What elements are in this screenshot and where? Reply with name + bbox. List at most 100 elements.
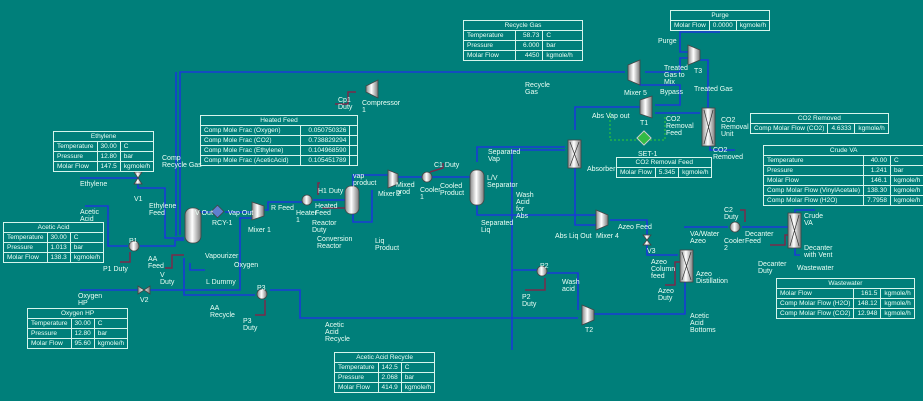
table-title: Oxygen HP [26,308,129,319]
label-heater1: Heater 1 [296,210,318,224]
stream-aa-feed[interactable] [140,239,184,247]
stream-treated-gas-to-mix[interactable] [645,57,690,73]
row-unit: kgmole/h [880,288,915,299]
label-lv-separator: L/V Separator [487,175,518,189]
stream-azeo-column-feed[interactable] [646,245,678,256]
row-value: 146.1 [863,175,891,186]
row-label: Pressure [762,165,865,176]
stream-l-dummy[interactable] [189,263,205,271]
stream-wash-acid-for-abs[interactable] [511,149,565,350]
stream-aa-recycle[interactable] [183,258,255,296]
stream-separated-liq[interactable] [476,195,596,216]
stream-r-feed[interactable] [265,201,302,211]
stream-abs-vap-out[interactable] [574,106,640,130]
label-c2-duty: C2 Duty [724,207,739,221]
label-va-water-azeo: VA/Water Azeo [690,231,720,245]
label-r-feed: R Feed [271,205,294,212]
label-v3: V3 [647,248,656,255]
row-value: 147.5 [96,161,121,172]
stream-recycle-gas[interactable] [179,71,625,235]
stream-separated-vap[interactable] [476,146,565,162]
row-unit: C [119,141,155,152]
label-rcy1: RCY-1 [212,220,233,227]
row-unit: kgmole/h [854,123,889,134]
label-p1: P1 [129,238,138,245]
row-unit: C [93,318,129,329]
row-value: 30.00 [96,141,121,152]
stream-treated-gas[interactable] [700,59,709,110]
row-label: Molar Flow [463,50,516,61]
label-t3: T3 [694,68,703,75]
row-value: 414.9 [377,382,402,393]
cooler1-icon[interactable] [421,171,433,183]
t1-icon[interactable] [639,95,653,119]
row-value: 138.3 [46,252,71,263]
mixer5-icon[interactable] [627,59,641,86]
stream-oxygen[interactable] [150,217,252,291]
label-t2: T2 [585,327,594,334]
label-v-out: V Out [195,210,213,217]
stream-acetic-acid-bottoms[interactable] [594,282,686,315]
stream-azeo-feed[interactable] [610,219,648,235]
cooler2-icon[interactable] [729,221,741,233]
t2-icon[interactable] [581,304,595,326]
stream-ethylene[interactable] [80,177,184,239]
p3-pump-icon[interactable] [256,288,268,300]
stream-vap-product[interactable] [352,174,388,186]
stream-purge[interactable] [679,31,720,53]
label-crude-va: Crude VA [804,213,824,227]
label-bypass: Bypass [660,89,683,96]
lv-separator-vessel[interactable] [469,169,485,206]
label-v-duty: V Duty [160,272,175,286]
stream-va-water-azeo[interactable] [684,226,728,228]
logic-set1-link [609,112,666,141]
label-cooled-product: Cooled Product [440,183,465,197]
v2-valve-icon[interactable] [137,285,151,295]
row-value: 30.00 [70,318,95,329]
mixer2-icon[interactable] [387,169,399,189]
stream-abs-liq-out[interactable] [574,168,596,226]
row-unit: bar [93,328,129,339]
mixer1-icon[interactable] [251,201,265,221]
row-label: Comp Molar Flow (H2O) [762,195,865,206]
stream-acetic-acid[interactable] [85,205,128,247]
table-title: Wastewater [776,278,915,289]
row-value: 0.738829294 [300,135,351,146]
label-vapourizer: Vapourizer [205,253,239,260]
label-conversion-reactor: Conversion Reactor [317,236,353,250]
energy-cp1-duty [335,91,356,105]
t3-icon[interactable] [687,44,701,66]
reactor-vessel[interactable] [344,185,360,215]
label-t1: T1 [640,120,649,127]
stream-t2-out[interactable] [270,289,578,319]
mixer4-icon[interactable] [595,209,609,231]
p2-pump-icon[interactable] [536,265,548,277]
label-azeo-feed: Azeo Feed [618,224,652,231]
compressor1-icon[interactable] [365,79,379,99]
v1-valve-icon[interactable] [133,171,143,185]
heater1-icon[interactable] [301,194,313,206]
label-recycle-gas: Recycle Gas [525,82,550,96]
stream-wash-acid[interactable] [547,272,579,310]
stream-co2-removed[interactable] [709,145,735,151]
row-label: Molar Flow [334,382,379,393]
row-label: Molar Flow [3,252,48,263]
row-value: 138.30 [863,185,891,196]
row-value: 12.948 [853,308,882,319]
label-cooler2: Cooler 2 [724,238,745,252]
stream-liq-product[interactable] [352,190,373,223]
row-unit: kgmole/h [93,338,129,349]
energy-decanter-duty [770,234,790,246]
rcy1-recycle-icon[interactable] [210,204,225,219]
label-azeo-distillation: Azeo Distillation [696,271,728,285]
vapourizer-vessel[interactable] [184,207,202,244]
label-p1-duty: P1 Duty [103,266,128,273]
set1-icon[interactable] [636,130,652,146]
label-p3-duty: P3 Duty [243,318,258,332]
row-label: Comp Mole Frac (AceticAcid) [199,155,302,166]
row-unit: kgmole/h [880,308,915,319]
p1-pump-icon[interactable] [128,240,140,252]
v3-valve-icon[interactable] [642,234,652,246]
